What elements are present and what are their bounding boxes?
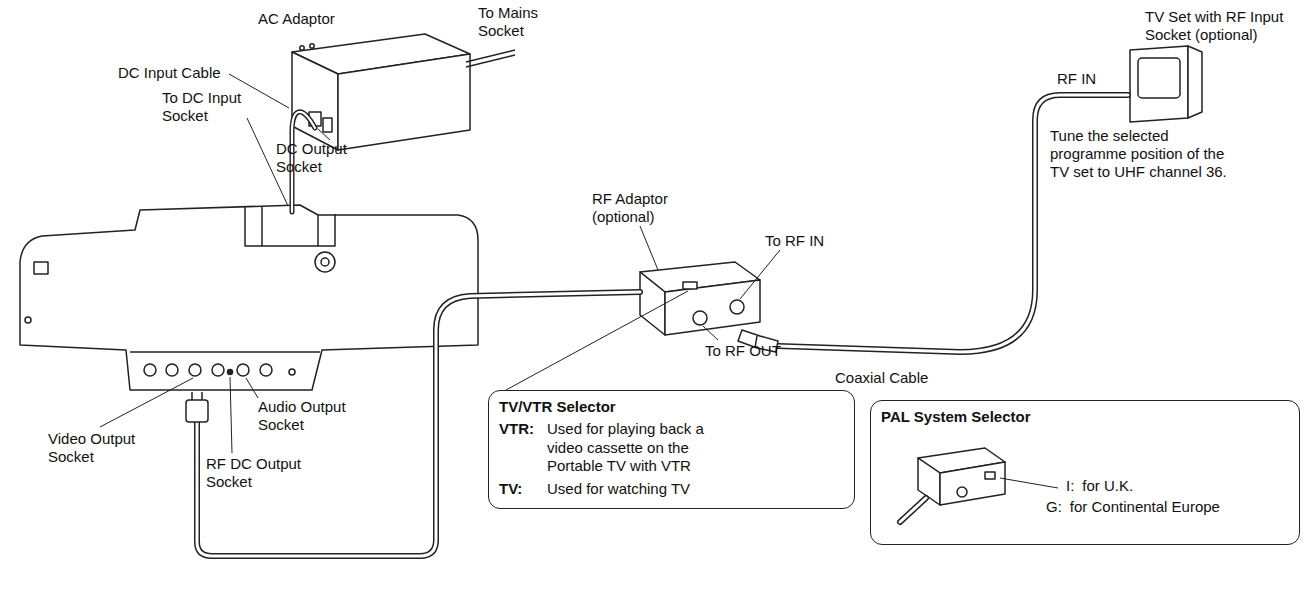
callout-label: To RF IN — [765, 232, 824, 250]
video-output-socket — [189, 364, 201, 376]
selector-setting: I: — [1066, 477, 1074, 496]
rf-adaptor-front — [640, 272, 665, 335]
rf-dc-output-socket — [228, 370, 233, 375]
leader-line — [318, 129, 330, 140]
setting-description: Used for watching TV — [547, 480, 732, 499]
control-knob — [315, 252, 335, 272]
callout-label: Tune the selected programme position of … — [1050, 127, 1240, 181]
callout-box: PAL System SelectorI: for U.K. G: for Conti… — [870, 400, 1300, 545]
pal-selector-switch — [985, 472, 995, 479]
tv-vtr-selector-switch — [683, 282, 697, 289]
selector-setting: TV: — [499, 480, 547, 499]
leader-line — [100, 378, 193, 427]
pal-cable — [900, 498, 926, 522]
tv-set-front — [1130, 46, 1188, 122]
callout-label: RF DC Output Socket — [206, 455, 311, 491]
callout-label: Coaxial Cable — [835, 369, 928, 387]
mains-cord — [466, 50, 515, 62]
definition-row: VTR:Used for playing back a video casset… — [499, 420, 844, 476]
socket — [166, 364, 178, 376]
leader-line — [703, 326, 718, 340]
setting-description: for U.K. — [1082, 477, 1133, 496]
callout-label: To Mains Socket — [478, 4, 553, 40]
socket — [260, 364, 272, 376]
handle-line — [261, 207, 263, 246]
box-heading: PAL System Selector — [881, 408, 1289, 427]
adaptor-side — [338, 54, 470, 150]
tv-screen — [1138, 58, 1180, 98]
pal-cable — [900, 498, 926, 522]
adaptor-dot — [300, 46, 304, 50]
rf-in-socket — [730, 300, 744, 314]
socket — [144, 364, 156, 376]
callout-label: RF Adaptor (optional) — [592, 190, 692, 226]
definition-row: I: for U.K. — [1066, 477, 1289, 496]
adaptor-dot — [310, 44, 314, 48]
handle-line — [317, 215, 319, 246]
pal-adaptor-front — [918, 458, 940, 505]
rf-out-socket — [693, 311, 707, 325]
side-switch — [34, 262, 48, 274]
socket — [289, 369, 295, 375]
audio-output-socket — [237, 364, 249, 376]
callout-label: Audio Output Socket — [258, 398, 353, 434]
rf-dc-plug — [186, 400, 208, 422]
leader-line — [246, 378, 258, 398]
leader-line — [640, 226, 658, 270]
tv-set-side — [1188, 46, 1202, 118]
callout-label: RF IN — [1057, 70, 1096, 88]
adaptor-front — [292, 52, 338, 150]
pal-socket — [957, 487, 967, 497]
leader-line — [506, 291, 688, 390]
socket — [212, 364, 224, 376]
leader-line — [1000, 478, 1058, 488]
plug-pin — [201, 392, 203, 400]
selector-setting: G: — [1046, 498, 1062, 517]
callout-label: DC Input Cable — [118, 64, 221, 82]
leader-line — [740, 250, 780, 299]
box-heading: TV/VTR Selector — [499, 398, 844, 417]
leader-line — [230, 377, 232, 453]
adaptor-switch — [323, 118, 332, 132]
control-knob — [321, 258, 329, 266]
portable-tv-body — [20, 205, 478, 390]
setting-description: Used for playing back a video cassette o… — [547, 420, 732, 476]
selector-setting: VTR: — [499, 420, 547, 476]
callout-label: Video Output Socket — [48, 430, 143, 466]
mains-cord — [466, 55, 515, 67]
callout-label: AC Adaptor — [258, 10, 335, 28]
screw — [25, 317, 31, 323]
callout-label: To DC Input Socket — [162, 89, 262, 125]
plug-pin — [191, 392, 193, 400]
callout-label: TV Set with RF Input Socket (optional) — [1145, 8, 1295, 44]
callout-label: To RF OUT — [705, 342, 781, 360]
rf-adaptor-side — [665, 280, 760, 335]
pal-adaptor-side — [940, 462, 1005, 505]
definition-row: G: for Continental Europe — [1046, 498, 1289, 517]
callout-label: DC Output Socket — [276, 140, 361, 176]
definition-row: TV:Used for watching TV — [499, 480, 844, 499]
setting-description: for Continental Europe — [1070, 498, 1220, 517]
socket-panel — [130, 351, 320, 353]
callout-box: TV/VTR SelectorVTR:Used for playing back… — [488, 390, 855, 509]
